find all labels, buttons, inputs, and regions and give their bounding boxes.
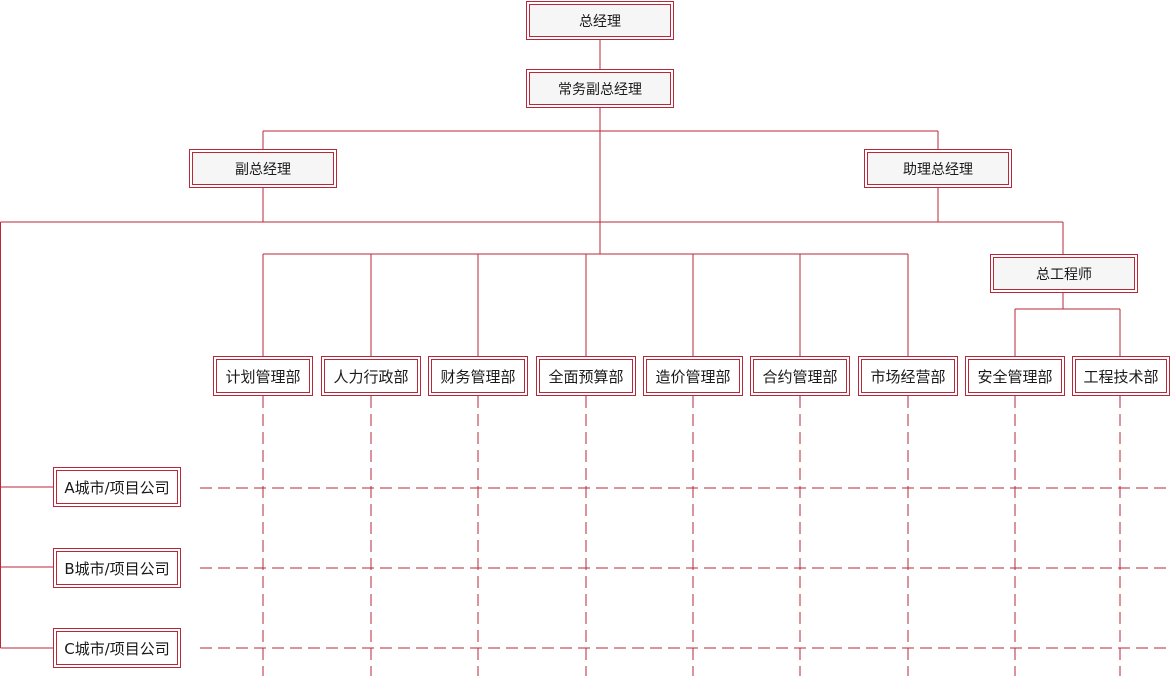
department-label: 安全管理部	[968, 359, 1062, 393]
department-label: 计划管理部	[216, 359, 310, 393]
department-box: 造价管理部	[643, 356, 743, 396]
department-box: 全面预算部	[536, 356, 636, 396]
assistant-gm-box: 助理总经理	[864, 149, 1012, 188]
department-box: 人力行政部	[321, 356, 421, 396]
chief-engineer-box: 总工程师	[990, 254, 1138, 293]
department-label: 造价管理部	[646, 359, 740, 393]
executive-vp-box: 常务副总经理	[526, 69, 674, 108]
city-company-box: B城市/项目公司	[53, 548, 181, 588]
chief-engineer-label: 总工程师	[993, 257, 1135, 290]
department-label: 工程技术部	[1075, 359, 1167, 393]
city-company-label: B城市/项目公司	[56, 551, 178, 585]
department-label: 合约管理部	[753, 359, 847, 393]
vice-president-label: 副总经理	[192, 152, 334, 185]
city-company-box: C城市/项目公司	[53, 628, 181, 668]
executive-vp-label: 常务副总经理	[529, 72, 671, 105]
department-label: 市场经营部	[861, 359, 955, 393]
department-box: 计划管理部	[213, 356, 313, 396]
department-label: 全面预算部	[539, 359, 633, 393]
department-label: 人力行政部	[324, 359, 418, 393]
general-manager-box: 总经理	[526, 1, 674, 40]
city-company-box: A城市/项目公司	[53, 467, 181, 507]
assistant-gm-label: 助理总经理	[867, 152, 1009, 185]
general-manager-label: 总经理	[529, 4, 671, 37]
department-box: 合约管理部	[750, 356, 850, 396]
department-box: 安全管理部	[965, 356, 1065, 396]
department-box: 财务管理部	[428, 356, 528, 396]
city-company-label: A城市/项目公司	[56, 470, 178, 504]
vice-president-box: 副总经理	[189, 149, 337, 188]
department-box: 工程技术部	[1072, 356, 1170, 396]
department-label: 财务管理部	[431, 359, 525, 393]
city-company-label: C城市/项目公司	[56, 631, 178, 665]
department-box: 市场经营部	[858, 356, 958, 396]
